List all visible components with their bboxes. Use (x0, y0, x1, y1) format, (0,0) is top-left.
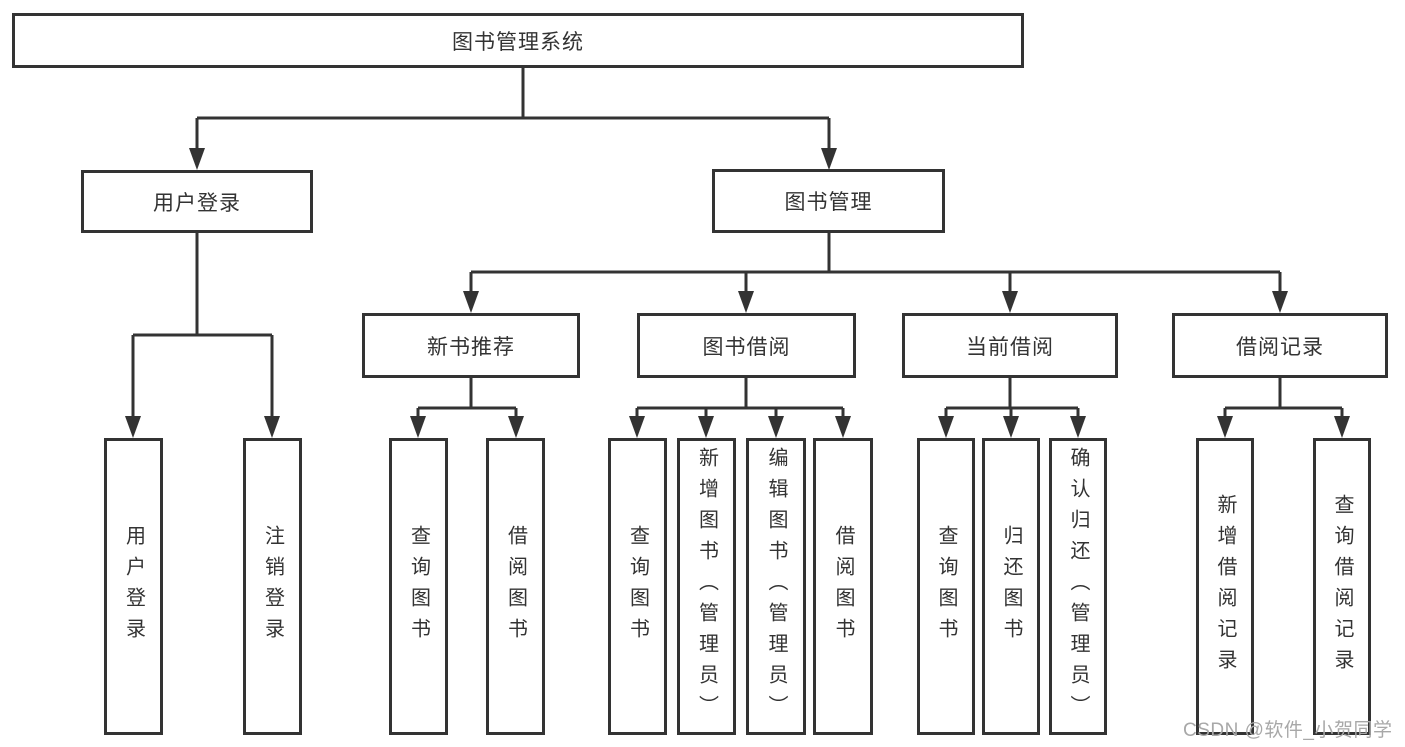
leaf-borrow-edit-book-admin: 编辑图书（管理员） (746, 438, 806, 735)
node-user-login: 用户登录 (81, 170, 313, 233)
leaf-logout: 注销登录 (243, 438, 302, 735)
node-book-borrow: 图书借阅 (637, 313, 856, 378)
node-label: 图书管理 (784, 191, 873, 214)
leaf-borrow-add-book-admin: 新增图书（管理员） (677, 438, 736, 735)
node-label: 图书借阅 (702, 335, 791, 359)
node-label: 当前借阅 (966, 335, 1054, 359)
node-current-borrow: 当前借阅 (902, 313, 1118, 378)
leaf-records-add-record: 新增借阅记录 (1196, 438, 1254, 735)
leaf-records-query-record: 查询借阅记录 (1313, 438, 1371, 735)
leaf-current-return-book: 归还图书 (982, 438, 1040, 735)
leaf-current-query-book: 查询图书 (917, 438, 975, 735)
node-label: 借阅记录 (1236, 335, 1324, 359)
csdn-watermark: CSDN @软件_小贺同学 (1183, 720, 1393, 741)
leaf-recommend-query-book: 查询图书 (389, 438, 448, 735)
connector-arrowheads (125, 148, 1350, 438)
leaf-user-login: 用户登录 (104, 438, 163, 735)
leaf-current-confirm-return-admin: 确认归还（管理员） (1049, 438, 1107, 735)
node-book-management: 图书管理 (712, 169, 945, 233)
node-borrow-records: 借阅记录 (1172, 313, 1388, 378)
node-label: 图书管理系统 (452, 30, 584, 54)
node-new-book-recommend: 新书推荐 (362, 313, 580, 378)
connector-paths (131, 68, 1344, 420)
node-root-library-system: 图书管理系统 (12, 13, 1024, 68)
leaf-borrow-query-book: 查询图书 (608, 438, 667, 735)
leaf-recommend-borrow-book: 借阅图书 (486, 438, 545, 735)
node-label: 新书推荐 (427, 335, 515, 359)
leaf-borrow-borrow-book: 借阅图书 (813, 438, 873, 735)
node-label: 用户登录 (153, 191, 241, 215)
